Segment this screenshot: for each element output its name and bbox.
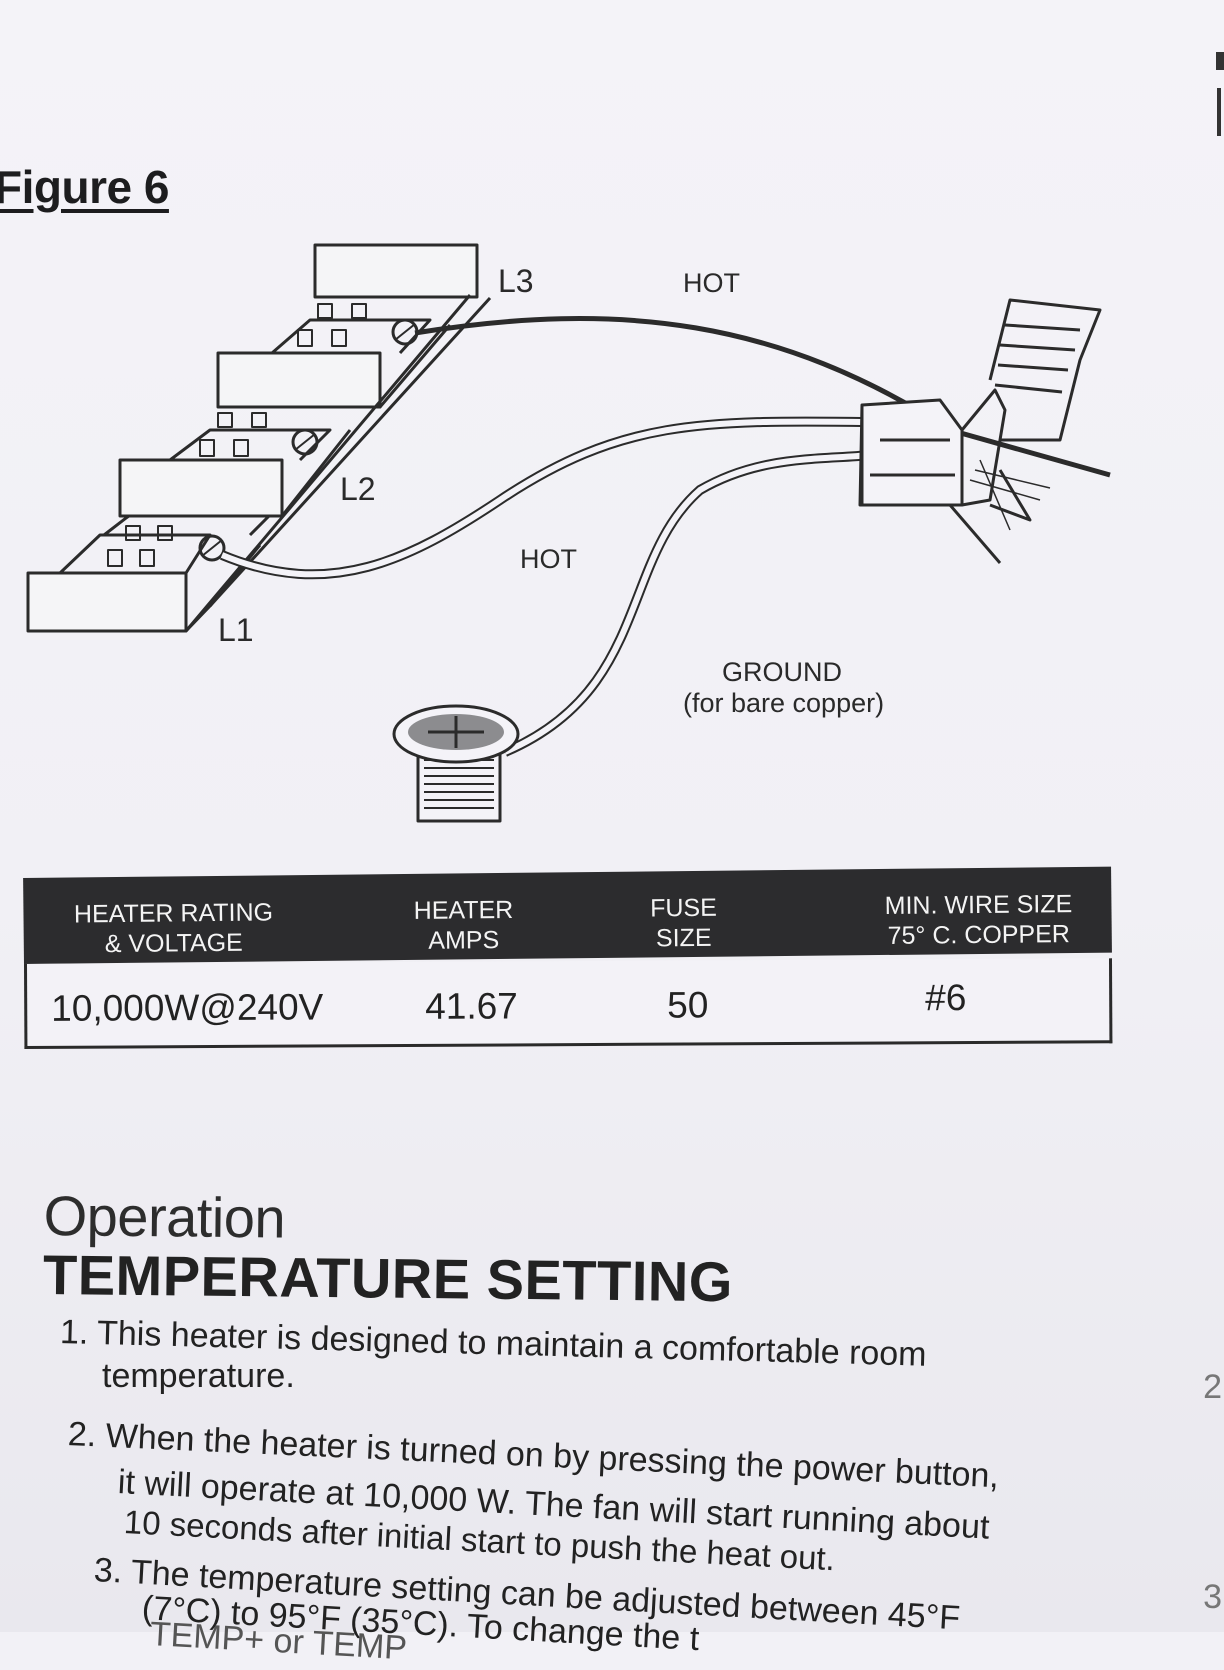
label-hot-top: HOT	[683, 268, 740, 298]
label-ground: GROUND	[722, 657, 842, 687]
cell-heater-amps: 41.67	[425, 985, 518, 1027]
screw-terminal-l2	[291, 428, 319, 456]
cell-fuse-size: 50	[667, 984, 709, 1026]
step-1-line-2: temperature.	[102, 1357, 295, 1395]
edge-mark-3: 3	[1203, 1578, 1222, 1616]
operation-section: Operation TEMPERATURE SETTING	[42, 1184, 1194, 1316]
label-hot-mid: HOT	[520, 544, 577, 574]
table-row: 10,000W@240V 41.67 50 #6	[24, 958, 1113, 1049]
ground-screw	[392, 704, 520, 823]
wiring-diagram: L3 HOT L2 HOT L1 GROUND (for bare copper…	[26, 243, 1111, 823]
wire-l1-hot	[220, 418, 871, 578]
screw-terminal-l1	[198, 534, 226, 562]
label-l1: L1	[218, 612, 254, 648]
label-l3: L3	[498, 263, 534, 299]
cell-min-wire-size: #6	[925, 977, 967, 1019]
header-heater-rating: HEATER RATING& VOLTAGE	[73, 898, 274, 959]
figure-title: Figure 6	[0, 161, 169, 213]
temperature-setting-heading: TEMPERATURE SETTING	[42, 1242, 734, 1314]
edge-mark-bar	[1217, 88, 1221, 136]
terminal-block	[26, 243, 492, 633]
cell-heater-rating: 10,000W@240V	[51, 986, 324, 1029]
edge-mark-top	[1216, 52, 1224, 70]
edge-mark-2: 2	[1203, 1368, 1222, 1406]
cable-connector	[858, 298, 1102, 564]
wire-l3-hot	[414, 316, 952, 433]
wire-ground	[503, 452, 871, 755]
page-background	[0, 0, 1224, 1632]
label-l2: L2	[340, 471, 376, 507]
label-ground-note: (for bare copper)	[683, 688, 884, 718]
